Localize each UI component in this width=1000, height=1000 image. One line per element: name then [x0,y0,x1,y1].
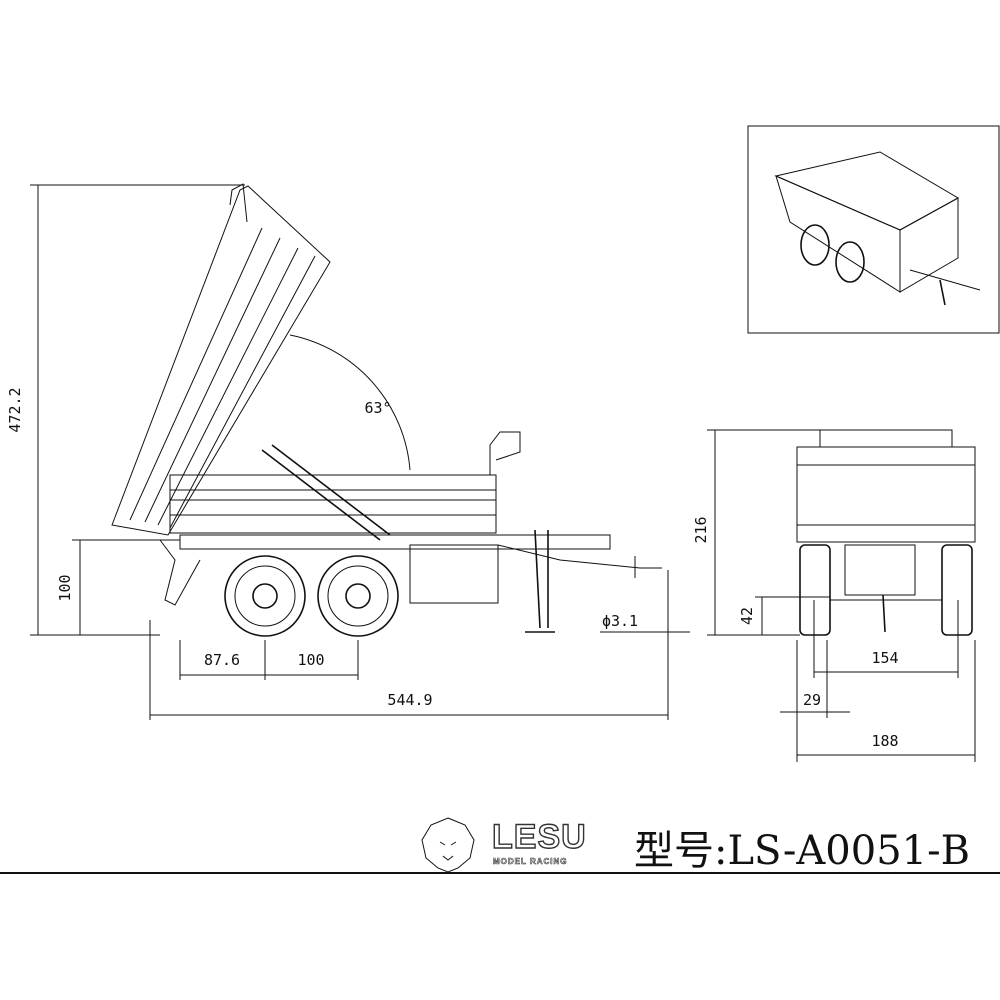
perspective-inset [747,125,1000,334]
brand-subtitle: MODEL RACING [493,857,568,867]
model-number: 型号:LS-A0051-B [634,828,971,874]
dim-hitch-height: 100 [56,574,74,601]
dim-front-overhang: 87.6 [204,651,240,669]
dim-front-height: 216 [692,516,710,543]
side-view [111,183,662,637]
dim-hitch-diameter: ϕ3.1 [602,612,638,630]
side-dimensions: 472.2 100 63° 87.6 100 544.9 ϕ3.1 [6,184,690,720]
dim-track-width: 154 [871,649,898,667]
dim-wheel-width: 29 [803,691,821,709]
dim-axle-spacing: 100 [297,651,324,669]
front-view [796,429,976,636]
brand-logo: LESU [491,817,587,856]
lion-logo-icon [421,817,475,873]
front-dimensions: 216 42 154 29 188 [692,429,976,762]
dim-tilt-angle: 63° [364,399,391,417]
dim-total-height: 472.2 [6,387,24,432]
dim-overall-width: 188 [871,732,898,750]
dim-total-length: 544.9 [387,691,432,709]
footer-divider [0,872,1000,874]
dim-ground-clearance: 42 [738,607,756,625]
